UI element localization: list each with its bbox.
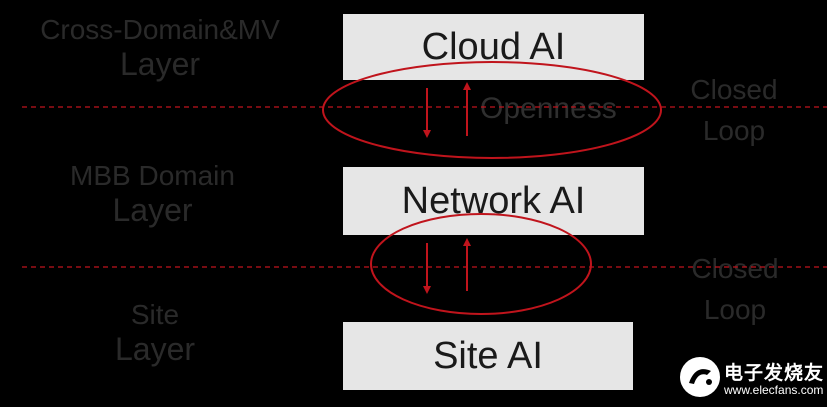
layer-label-line2: Layer	[112, 192, 193, 229]
openness-label: Openness	[480, 92, 617, 125]
watermark-brand-text: 电子发烧友	[724, 362, 825, 384]
cloud-ai-box: Cloud AI	[343, 14, 644, 80]
layer-label-cross-domain: Cross-Domain&MV Layer	[0, 14, 320, 83]
layer-label-line2: Layer	[119, 46, 201, 83]
layer-label-line1: Cross-Domain&MV	[40, 14, 280, 45]
closed-loop-upper: Closed Loop	[670, 70, 798, 151]
closed-loop-ellipse-upper	[322, 61, 662, 159]
elecfans-logo-icon	[680, 357, 720, 397]
closed-loop-line1: Closed	[691, 253, 779, 284]
layer-label-line1: Site	[130, 299, 180, 330]
watermark: 电子发烧友 www.elecfans.com	[680, 355, 827, 407]
closed-loop-ellipse-lower	[370, 213, 592, 315]
closed-loop-line2: Loop	[702, 114, 766, 146]
closed-loop-lower: Closed Loop	[665, 249, 805, 330]
watermark-url: www.elecfans.com	[724, 383, 824, 397]
site-ai-box: Site AI	[343, 322, 633, 390]
cloud-ai-label: Cloud AI	[421, 25, 566, 68]
layer-label-line2: Layer	[114, 331, 196, 368]
closed-loop-line2: Loop	[703, 293, 767, 325]
closed-loop-line1: Closed	[690, 74, 778, 105]
layer-label-mbb-domain: MBB Domain Layer	[0, 160, 305, 229]
site-ai-label: Site AI	[433, 334, 543, 377]
layer-label-site: Site Layer	[0, 299, 310, 368]
layer-label-line1: MBB Domain	[70, 160, 235, 191]
